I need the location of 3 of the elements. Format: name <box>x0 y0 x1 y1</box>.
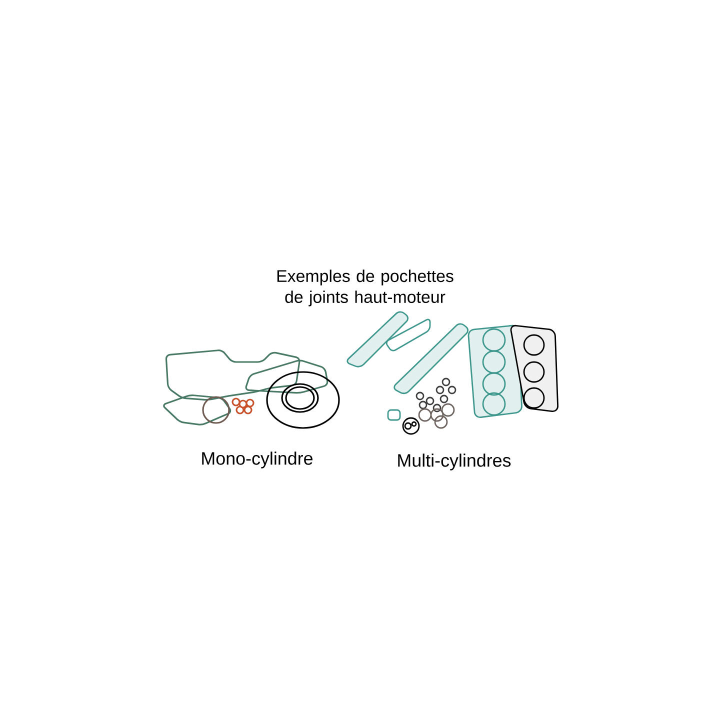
title: Exemples de pochettes de joints haut-moteur <box>277 270 454 306</box>
caption: Multi-cylindres <box>398 454 511 470</box>
caption: Mono-cylindre <box>202 452 312 468</box>
